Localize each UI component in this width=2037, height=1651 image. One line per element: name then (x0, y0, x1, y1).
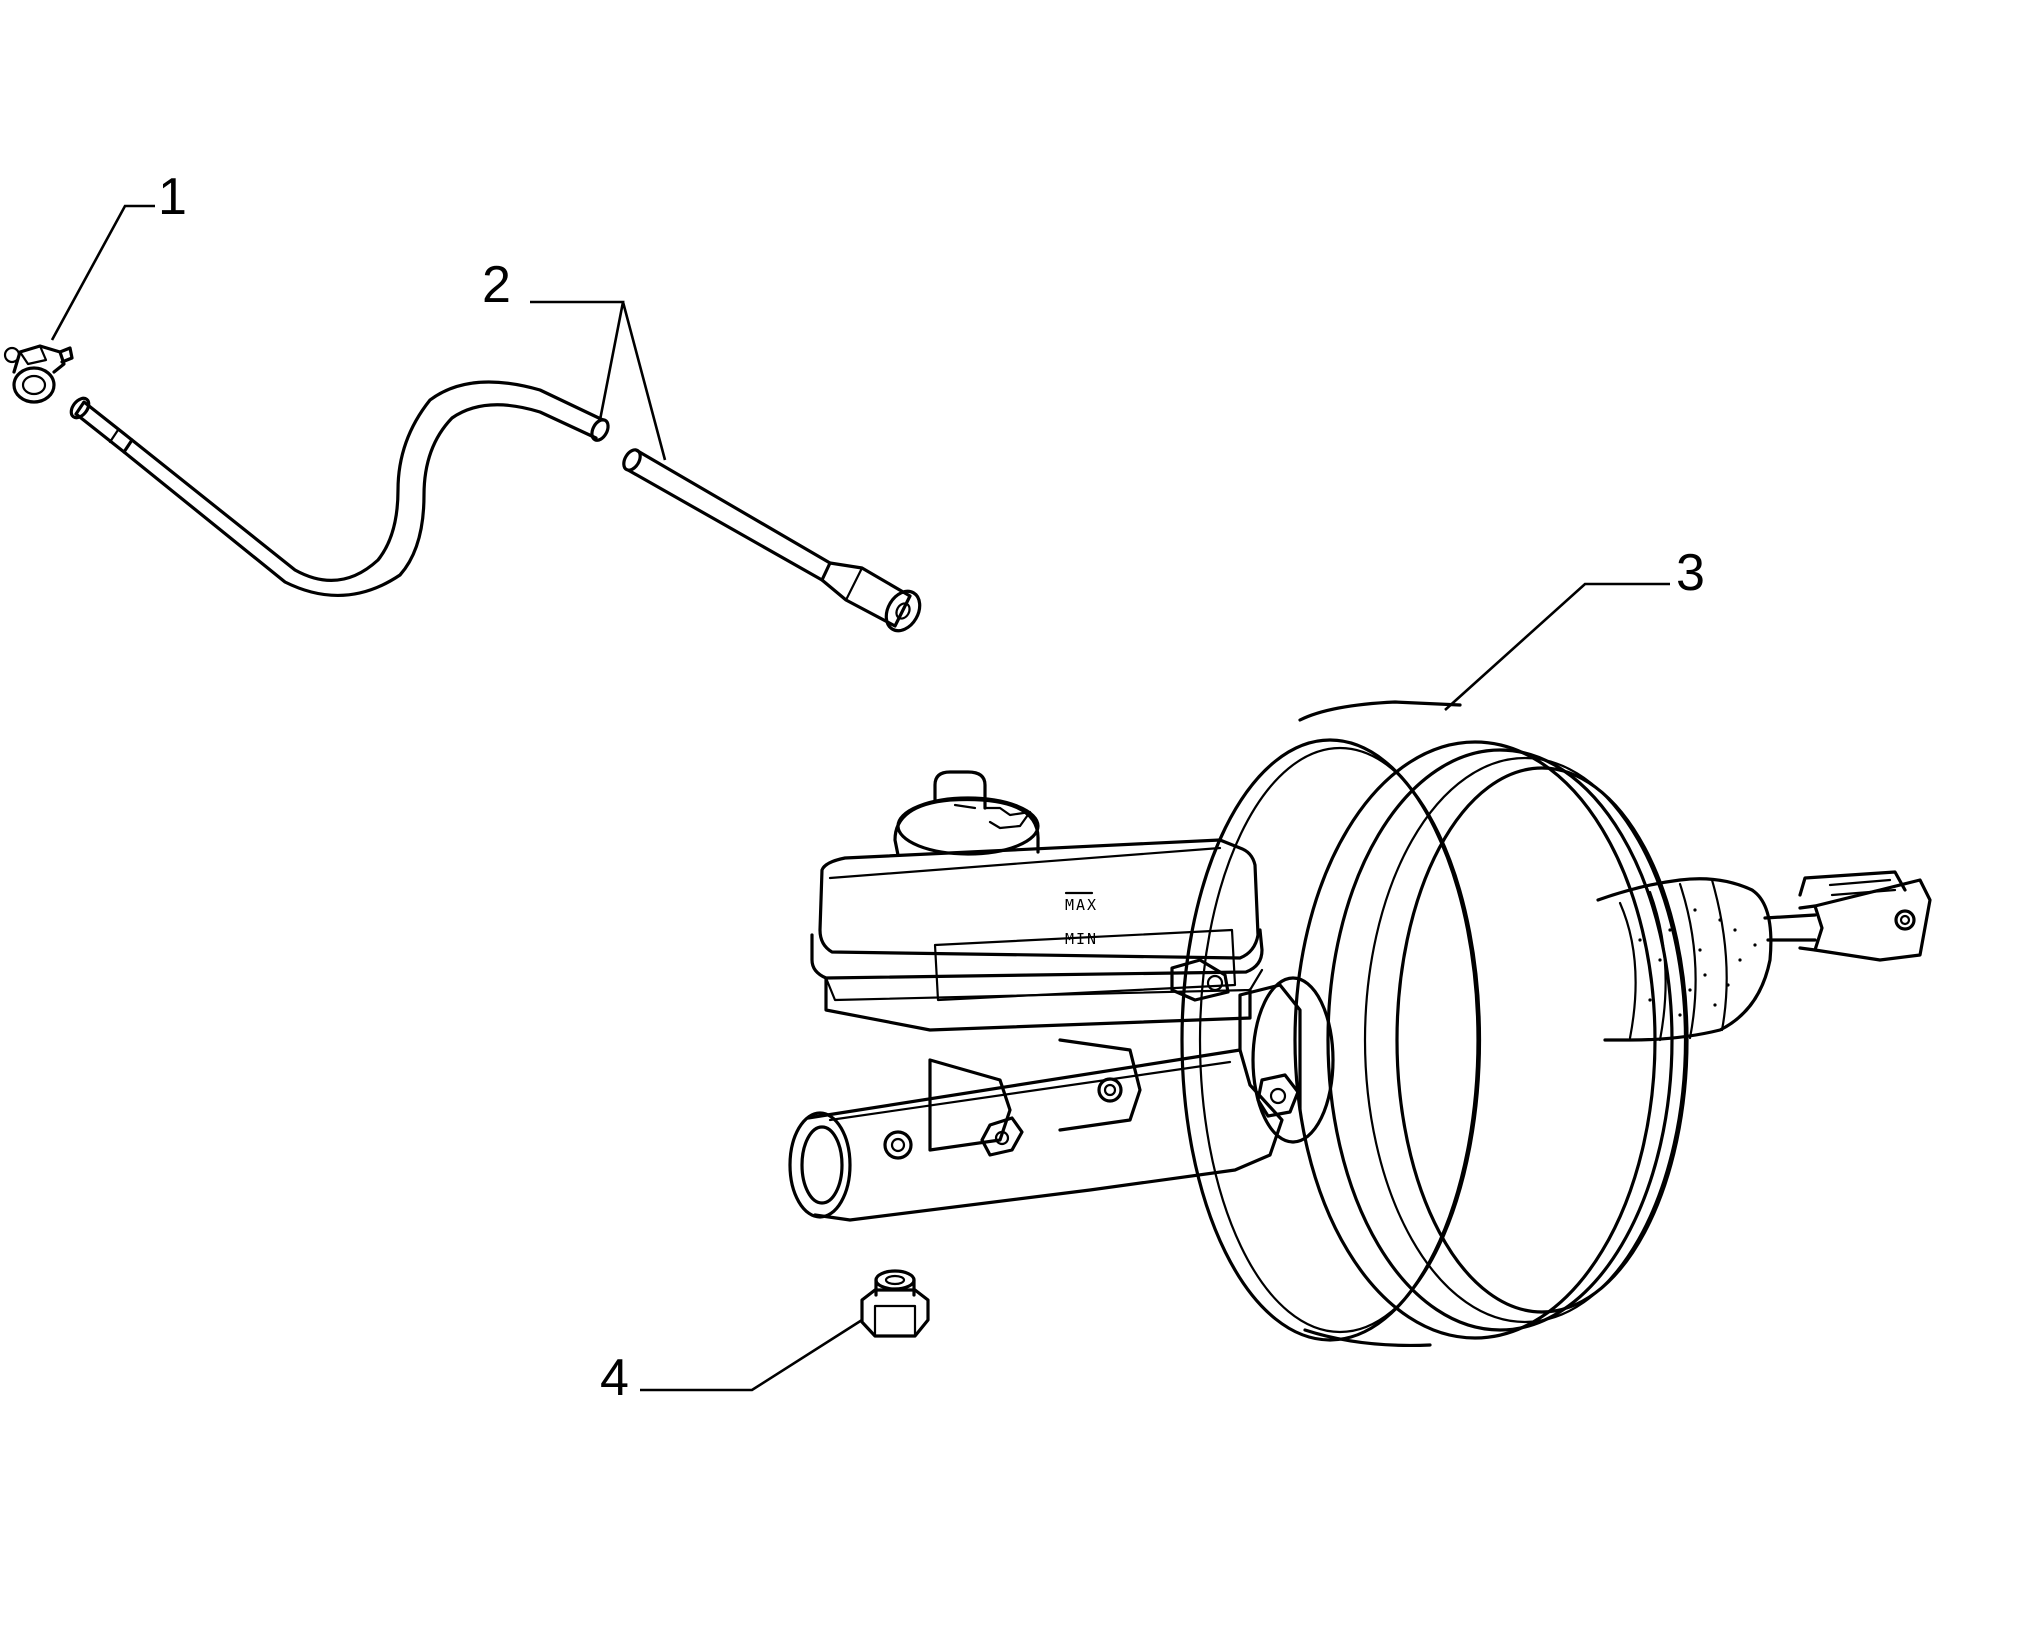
callout-3: 3 (1676, 544, 1705, 602)
vacuum-hose (69, 380, 922, 633)
servo-booster-drum (1180, 700, 1689, 1348)
pushrod-boot (1596, 870, 1932, 1042)
max-level-label: MAX (1065, 896, 1098, 914)
callout-4: 4 (600, 1349, 629, 1407)
fluid-reservoir: MAX MIN (810, 770, 1264, 1032)
leader-4 (640, 1318, 863, 1392)
leader-1 (50, 204, 155, 341)
brake-servo-assembly: MAX MIN (788, 700, 1932, 1348)
leader-lines (50, 204, 1670, 1392)
hose-clamp (3, 344, 74, 404)
callout-1: 1 (158, 168, 187, 226)
callout-2: 2 (482, 256, 511, 314)
leader-2 (530, 300, 667, 461)
min-level-label: MIN (1065, 930, 1098, 948)
union-nut (860, 1269, 930, 1338)
master-cylinder (788, 983, 1302, 1222)
leader-3 (1444, 582, 1670, 711)
